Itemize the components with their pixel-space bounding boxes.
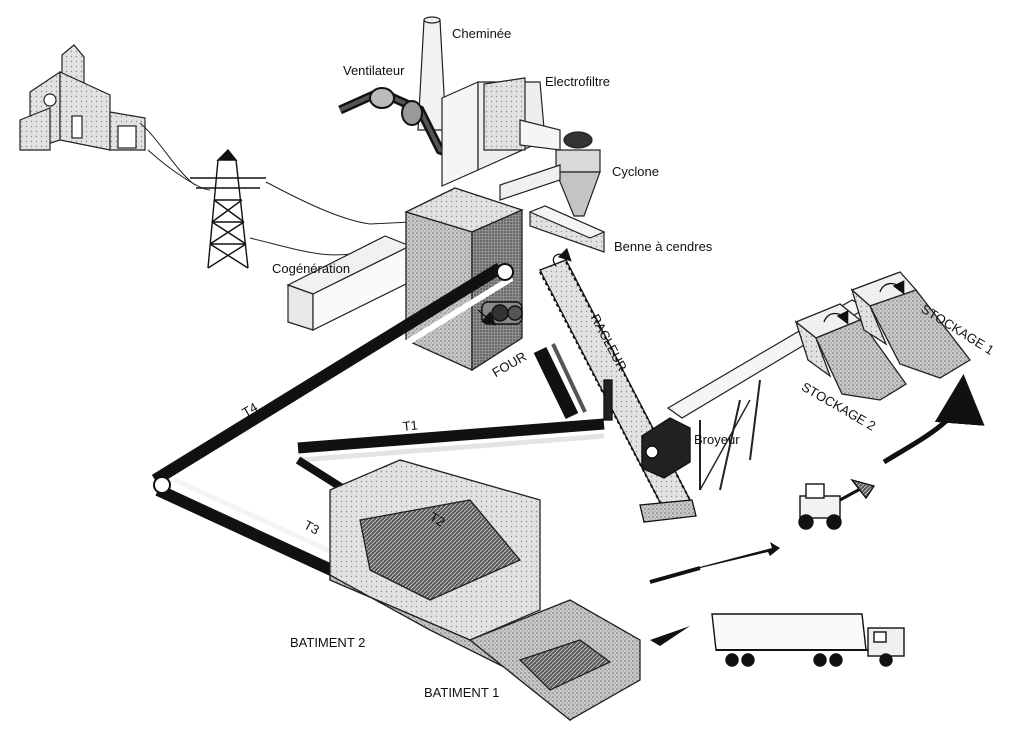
loader-icon bbox=[798, 478, 876, 530]
church-icon bbox=[19, 44, 146, 151]
building-2-label: BATIMENT 2 bbox=[290, 635, 366, 650]
ash-bin bbox=[528, 205, 606, 253]
furnace-burner bbox=[477, 301, 523, 326]
cogeneration-unit bbox=[286, 235, 412, 331]
cyclone bbox=[499, 131, 601, 217]
building-1 bbox=[329, 573, 641, 722]
building-1-label: BATIMENT 1 bbox=[424, 685, 500, 700]
conveyor-t1 bbox=[297, 343, 605, 463]
fan-label: Ventilateur bbox=[343, 63, 405, 78]
chimney-label: Cheminée bbox=[452, 26, 512, 41]
building-2 bbox=[329, 459, 541, 641]
electrofilter bbox=[441, 77, 561, 187]
cogeneration-label: Cogénération bbox=[272, 261, 351, 276]
t1-label: T1 bbox=[401, 417, 419, 434]
electrofilter-label: Electrofiltre bbox=[545, 74, 611, 89]
truck-icon bbox=[711, 613, 905, 667]
crusher bbox=[641, 417, 691, 479]
crusher-label: Broyeur bbox=[694, 432, 740, 447]
ash-bin-label: Benne à cendres bbox=[614, 239, 713, 254]
cyclone-label: Cyclone bbox=[612, 164, 659, 179]
storage-1-hopper bbox=[850, 271, 971, 379]
flow-arrows bbox=[649, 374, 985, 646]
storage-2-hopper bbox=[794, 303, 907, 401]
arrow-truck-to-building bbox=[650, 626, 690, 646]
pylon-icon bbox=[190, 148, 266, 269]
